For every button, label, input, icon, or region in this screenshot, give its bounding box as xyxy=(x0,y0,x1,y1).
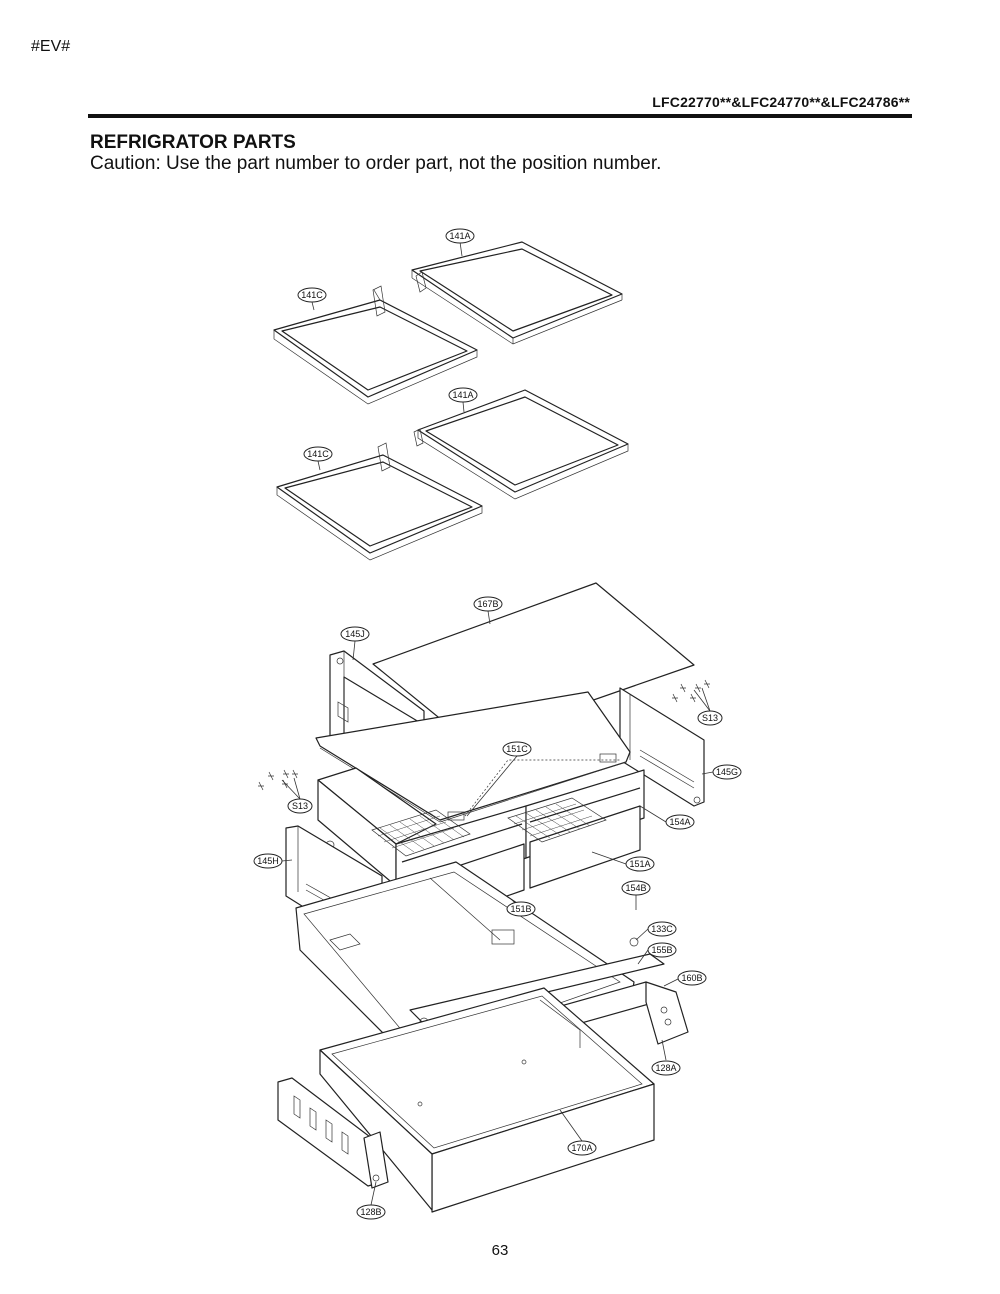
svg-text:141C: 141C xyxy=(301,290,323,300)
callout-141a-upper: 141A xyxy=(445,228,475,244)
svg-text:151A: 151A xyxy=(629,859,650,869)
svg-text:151B: 151B xyxy=(510,904,531,914)
callout-141c-lower: 141C xyxy=(303,446,333,462)
shelf-141a-lower xyxy=(413,389,629,500)
svg-text:S13: S13 xyxy=(702,713,718,723)
svg-text:154B: 154B xyxy=(625,883,646,893)
document-tag: #EV# xyxy=(31,38,71,55)
svg-text:145G: 145G xyxy=(716,767,738,777)
callout-128b: 128B xyxy=(356,1204,386,1220)
svg-text:128A: 128A xyxy=(655,1063,676,1073)
callout-133c: 133C xyxy=(647,921,677,937)
screw-set-s13-right xyxy=(672,679,710,703)
callout-151a: 151A xyxy=(625,856,655,872)
callout-154b: 154B xyxy=(621,880,651,896)
page-number: 63 xyxy=(491,1242,509,1259)
svg-text:167B: 167B xyxy=(477,599,498,609)
lower-drawer-170a xyxy=(319,987,655,1213)
svg-text:160B: 160B xyxy=(681,973,702,983)
glass-cover-167b xyxy=(372,582,695,744)
caution-note: Caution: Use the part number to order pa… xyxy=(90,153,662,174)
callout-141a-lower: 141A xyxy=(448,387,478,403)
svg-text:133C: 133C xyxy=(651,924,673,934)
callout-s13-right: S13 xyxy=(697,710,723,726)
svg-text:154A: 154A xyxy=(669,817,690,827)
svg-text:128B: 128B xyxy=(360,1207,381,1217)
svg-text:141A: 141A xyxy=(452,390,473,400)
callout-151b: 151B xyxy=(506,901,536,917)
shelf-141c-lower xyxy=(276,442,483,561)
callout-128a: 128A xyxy=(651,1060,681,1076)
leader-lines xyxy=(281,241,714,1206)
front-bracket-128b xyxy=(277,1077,389,1189)
model-numbers: LFC22770**&LFC24770**&LFC24786** xyxy=(652,94,910,110)
callout-145g: 145G xyxy=(712,764,742,780)
callout-s13-left: S13 xyxy=(287,798,313,814)
header-rule xyxy=(88,114,912,118)
callout-145j: 145J xyxy=(340,626,370,642)
svg-text:141C: 141C xyxy=(307,449,329,459)
callout-154a: 154A xyxy=(665,814,695,830)
callout-167b: 167B xyxy=(473,596,503,612)
crisper-grid-insert xyxy=(371,797,607,857)
svg-text:145J: 145J xyxy=(345,629,365,639)
callout-155b: 155B xyxy=(647,942,677,958)
upper-crisper-cover xyxy=(315,691,631,823)
svg-text:141A: 141A xyxy=(449,231,470,241)
svg-text:155B: 155B xyxy=(651,945,672,955)
shelf-141c-upper xyxy=(273,285,478,405)
svg-text:S13: S13 xyxy=(292,801,308,811)
callout-141c-upper: 141C xyxy=(297,287,327,303)
callout-145h: 145H xyxy=(253,853,283,869)
shelf-141a-upper xyxy=(411,241,623,345)
svg-text:145H: 145H xyxy=(257,856,279,866)
callout-151c: 151C xyxy=(502,741,532,757)
screw-set-s13-left xyxy=(258,769,298,791)
svg-text:151C: 151C xyxy=(506,744,528,754)
page-title: REFRIGRATOR PARTS xyxy=(90,132,296,153)
svg-text:170A: 170A xyxy=(571,1143,592,1153)
callout-170a: 170A xyxy=(567,1140,597,1156)
callout-160b: 160B xyxy=(677,970,707,986)
